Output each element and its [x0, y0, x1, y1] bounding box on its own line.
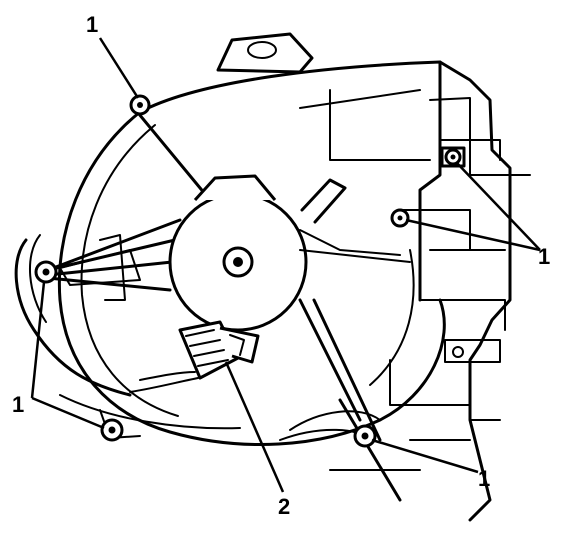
- callout-2: 2: [278, 494, 290, 519]
- blower-motor: [168, 174, 411, 332]
- screw-locations: [34, 94, 466, 448]
- screw-right-upper: [440, 146, 466, 168]
- blower-housing: [138, 32, 531, 522]
- screw-left: [34, 260, 58, 284]
- leader-lines: [30, 37, 541, 493]
- screw-bottom-right: [353, 424, 377, 448]
- callout-1-top: 1: [86, 12, 98, 37]
- blower-scroll: [14, 110, 446, 446]
- electrical-connector: [129, 320, 260, 393]
- motor-mount-struts: [46, 106, 402, 502]
- callout-1-right: 1: [538, 244, 550, 269]
- callout-1-left: 1: [12, 392, 24, 417]
- screw-right-lower: [390, 208, 410, 228]
- screw-top: [129, 94, 151, 116]
- callout-1-bottom: 1: [478, 466, 490, 491]
- screw-bottom-left: [100, 418, 124, 442]
